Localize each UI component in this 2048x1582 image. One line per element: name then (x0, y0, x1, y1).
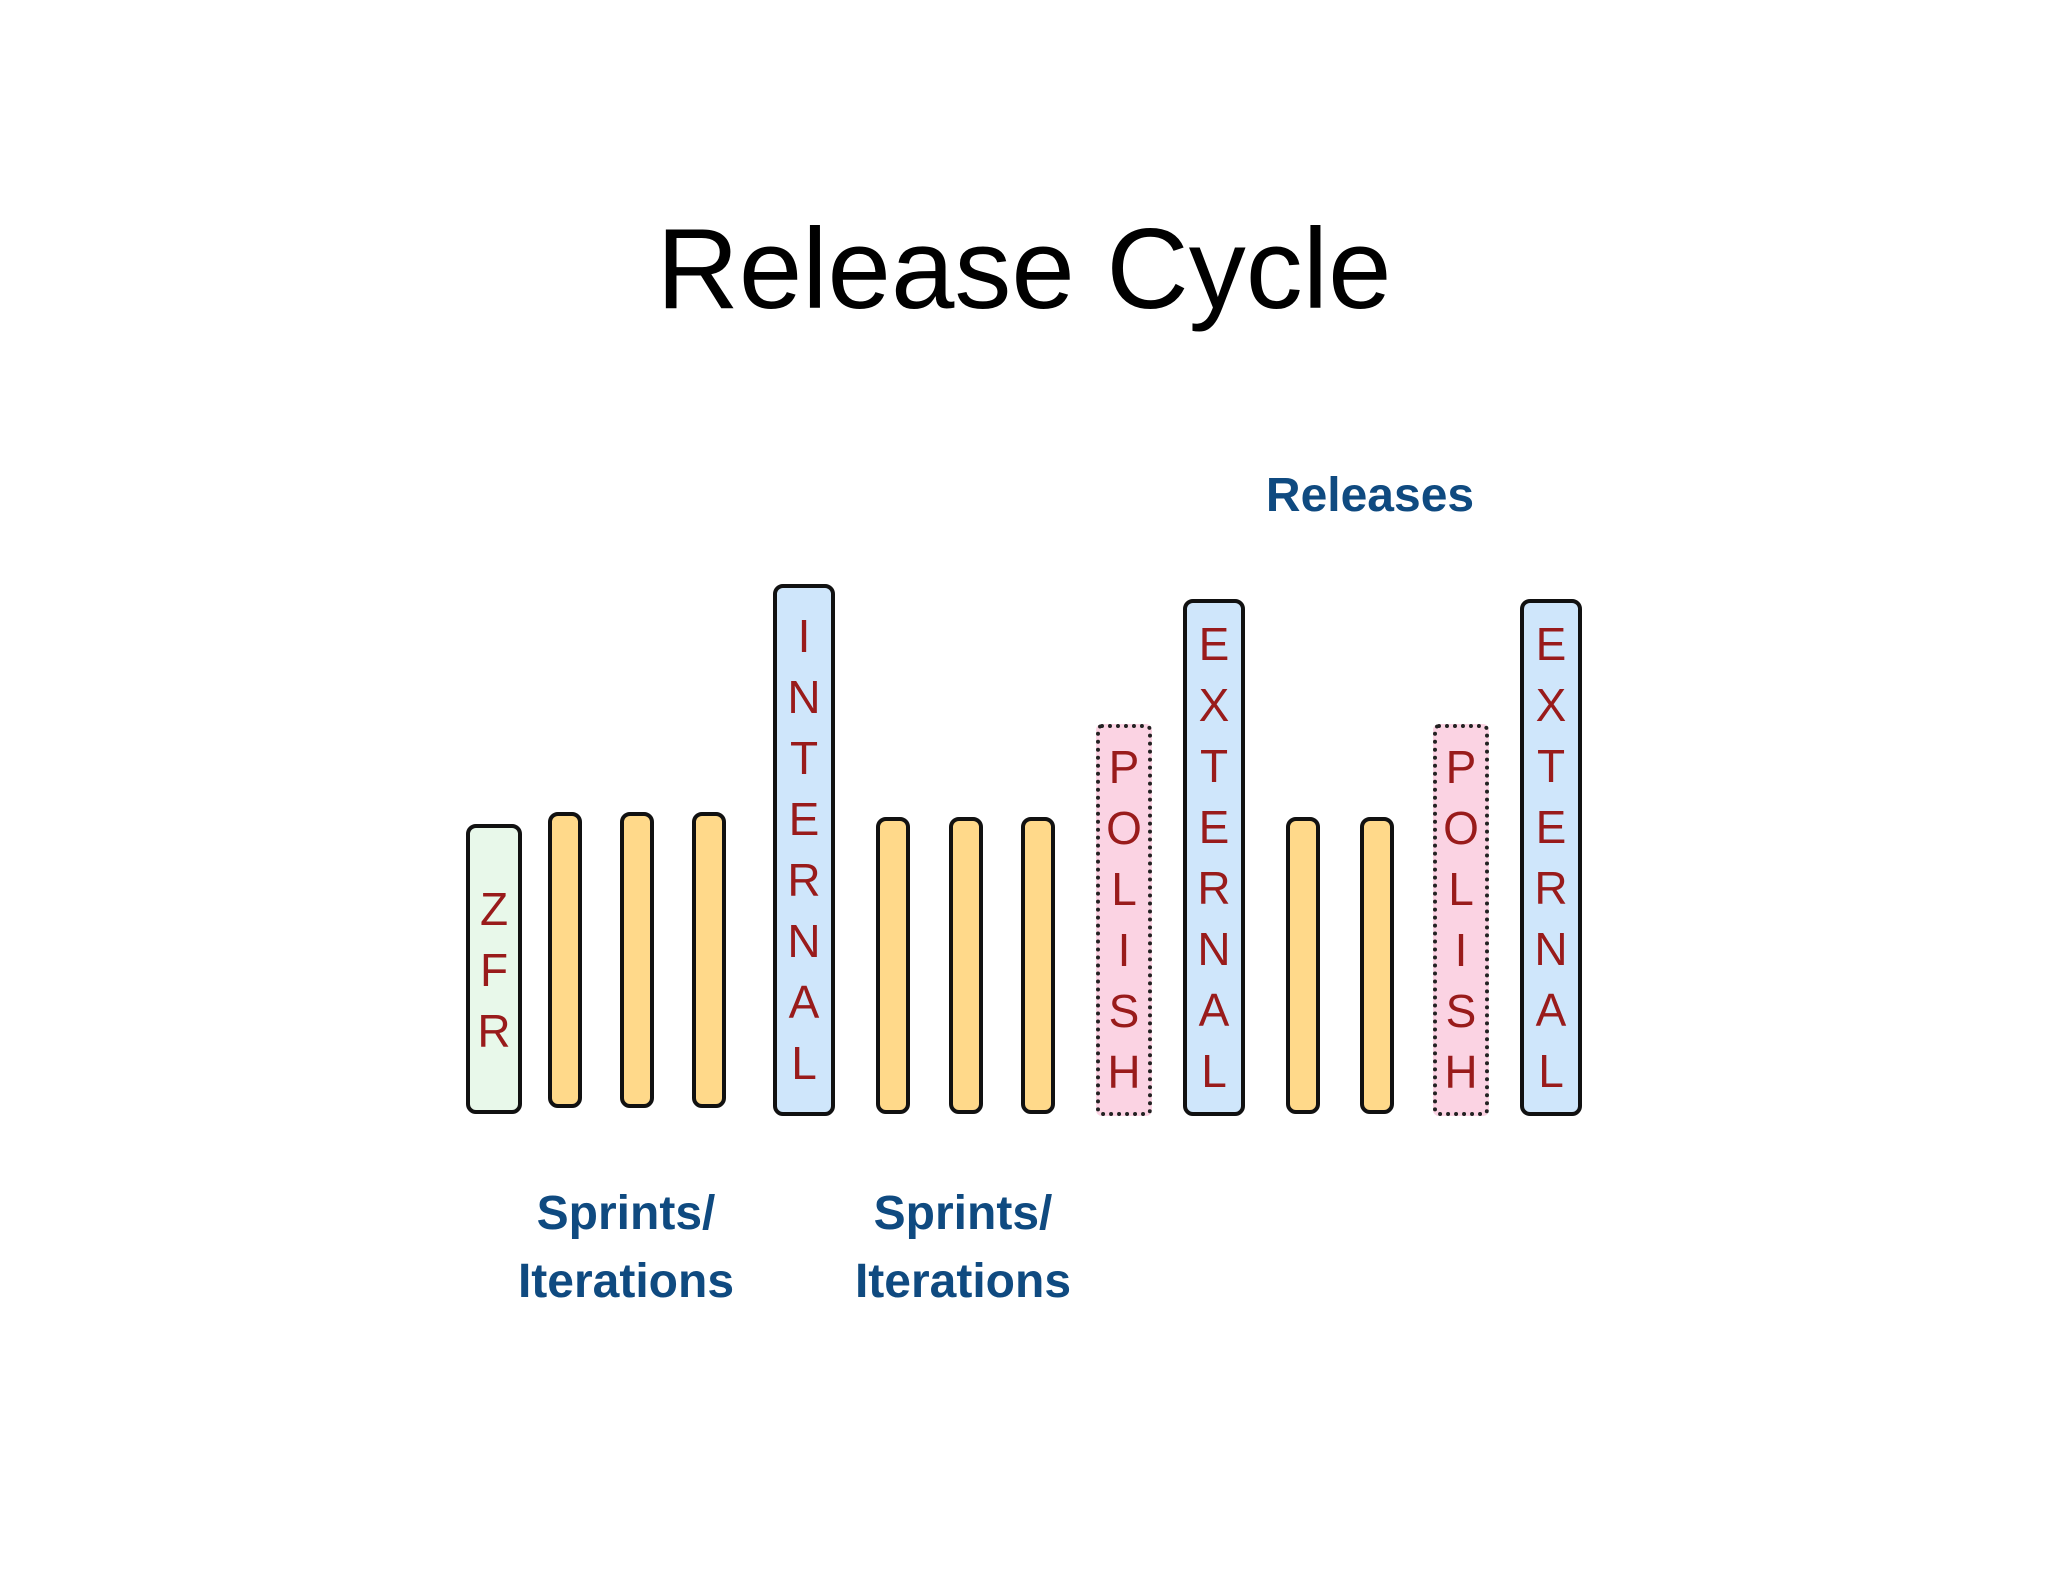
iterations-label-line-1: Iterations (517, 1255, 735, 1308)
sprints-iterations-label-1: Sprints/ Iterations (476, 1180, 776, 1316)
sprint-5-bar (949, 817, 983, 1114)
sprint-2-bar (620, 812, 654, 1108)
sprints-label-line-2: Sprints/ (873, 1187, 1053, 1240)
sprints-label-line-1: Sprints/ (536, 1187, 716, 1240)
sprint-8-bar (1360, 817, 1394, 1114)
iterations-label-line-2: Iterations (854, 1255, 1072, 1308)
releases-label: Releases (1265, 469, 1475, 522)
sprint-1-bar (548, 812, 582, 1108)
sprints-iterations-label-2: Sprints/ Iterations (813, 1180, 1113, 1316)
slide-title: Release Cycle (656, 206, 1392, 333)
sprint-4-bar (876, 817, 910, 1114)
sprint-7-bar (1286, 817, 1320, 1114)
sprint-3-bar (692, 812, 726, 1108)
sprint-6-bar (1021, 817, 1055, 1114)
